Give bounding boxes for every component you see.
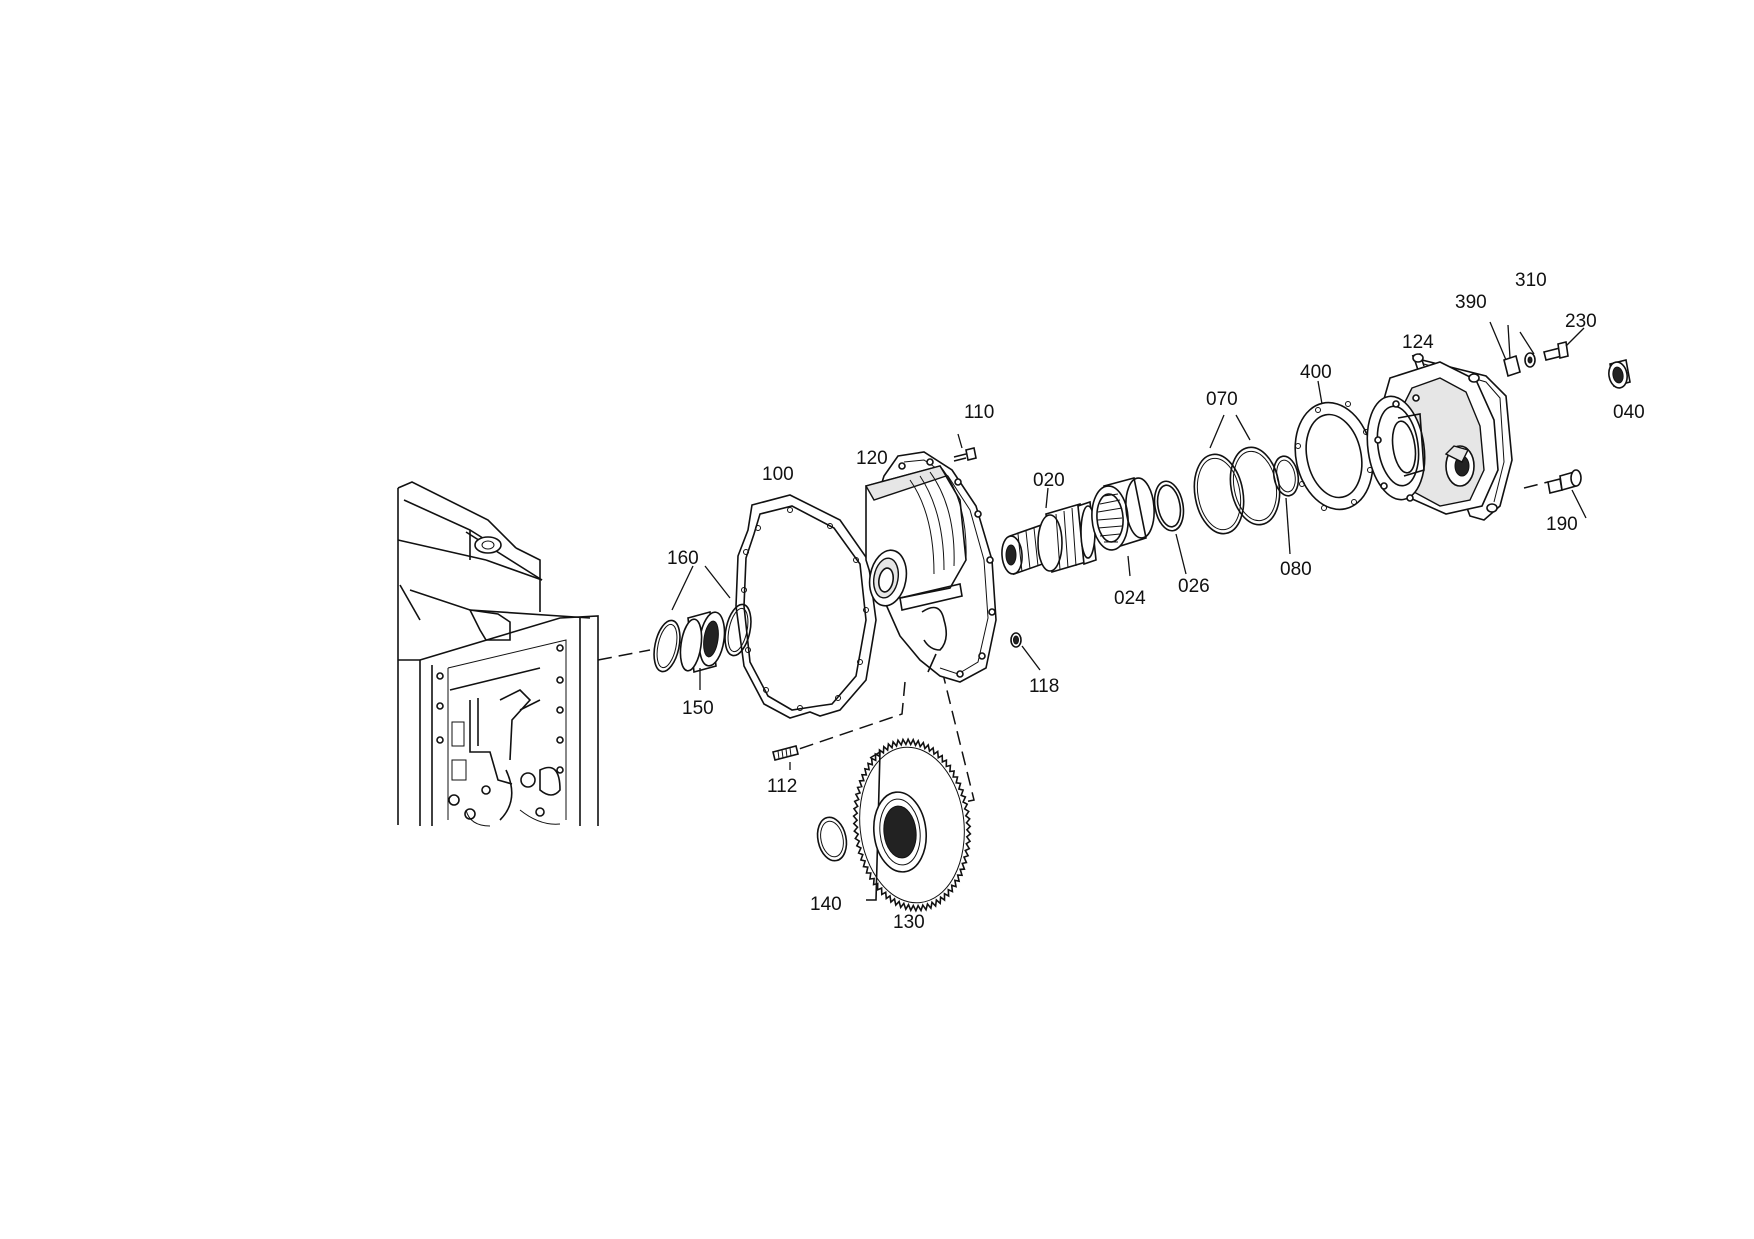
label-020: 020 [1033,470,1065,491]
snap-ring-160-a [653,619,681,673]
leader-lines [671,321,1587,690]
gasket-400 [1294,401,1374,511]
label-040: 040 [1613,402,1645,423]
roller-bearing-024 [1091,477,1155,551]
gasket-100 [735,494,877,719]
label-112: 112 [767,776,797,797]
bearing-150 [679,610,726,674]
label-150: 150 [682,698,714,719]
shaft-020 [1001,500,1097,576]
label-190: 190 [1546,514,1578,535]
housing-cover-120 [864,451,997,683]
label-024: 024 [1114,588,1146,609]
bushing-040 [1608,359,1631,389]
label-390: 390 [1455,292,1487,313]
snap-ring-080 [1272,455,1300,497]
label-080: 080 [1280,559,1312,580]
label-124: 124 [1402,332,1434,353]
bolt-190 [1547,469,1582,494]
label-026: 026 [1178,576,1210,597]
label-130: 130 [893,912,925,933]
screw-230 [1543,341,1569,361]
plug-118 [1010,632,1022,648]
label-120: 120 [856,448,888,469]
gear-130 [852,737,972,913]
label-070: 070 [1206,389,1238,410]
label-400: 400 [1300,362,1332,383]
plate-390 [1503,354,1521,378]
housing-124 [1366,353,1513,521]
washer-310 [1524,352,1536,368]
label-110: 110 [964,402,994,423]
washer-026 [1153,480,1185,532]
label-160: 160 [667,548,699,569]
label-310: 310 [1515,270,1547,291]
stud-112 [772,745,799,761]
snap-ring-140 [816,816,848,862]
label-118: 118 [1029,676,1059,697]
ring-070-a [1193,453,1245,535]
label-140: 140 [810,894,842,915]
screw-110 [953,447,977,462]
part-labels: 160 150 100 120 110 020 024 026 070 080 … [667,270,1645,933]
transmission-housing [397,481,599,827]
label-100: 100 [762,464,794,485]
label-230: 230 [1565,311,1597,332]
